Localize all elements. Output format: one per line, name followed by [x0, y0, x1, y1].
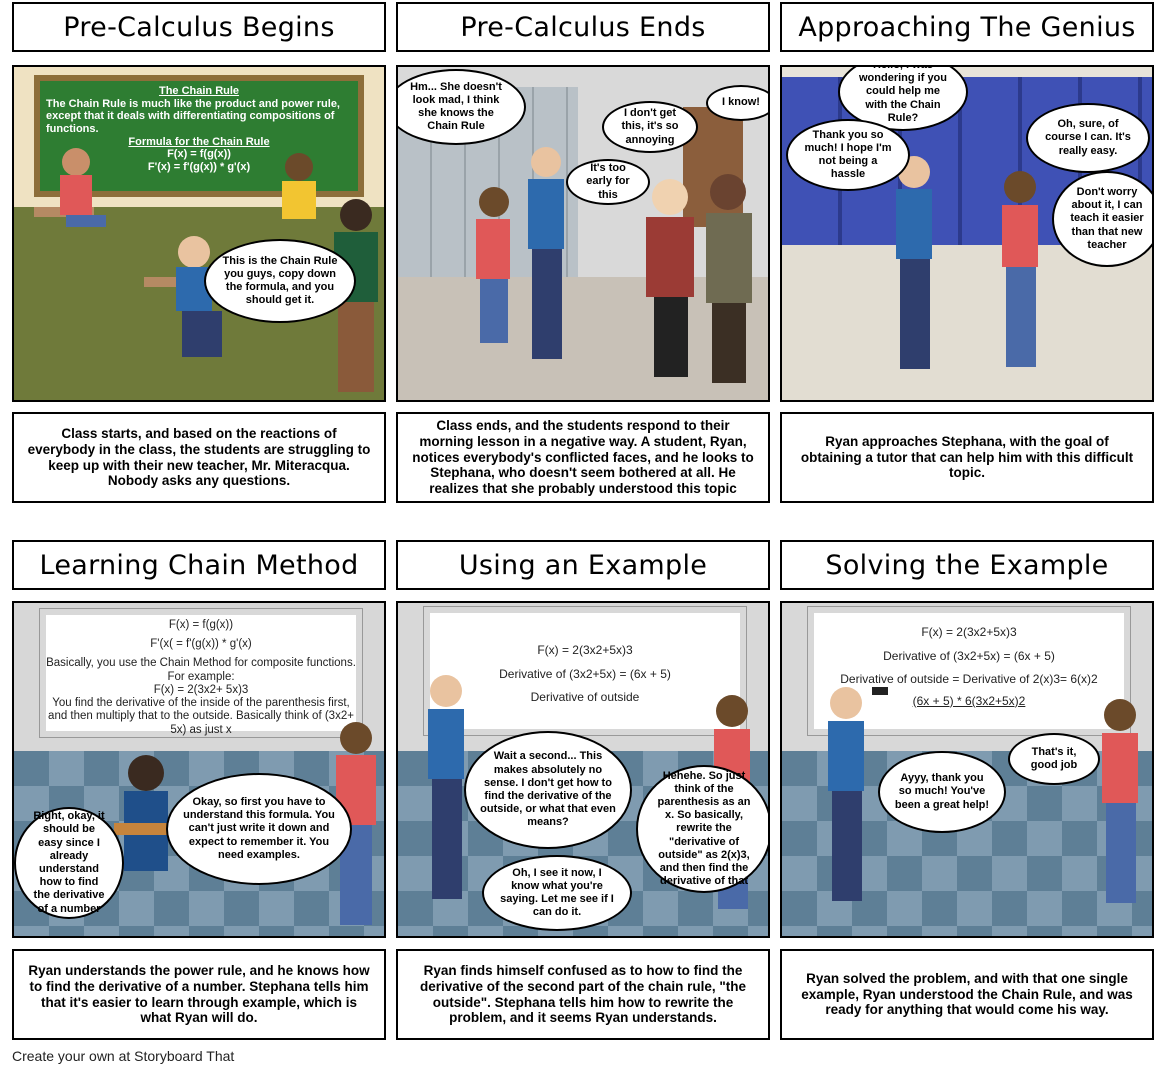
wb4-line-4: F(x) = 2(3x2+ 5x)3 [153, 683, 249, 696]
wb4-line-1: F(x) = f(g(x)) [168, 619, 234, 631]
ryan-back [114, 755, 184, 871]
whiteboard-6: F(x) = 2(3x2+5x)3 Derivative of (3x2+5x)… [807, 606, 1131, 736]
stephana-6 [1102, 699, 1138, 903]
chalkboard-body: The Chain Rule is much like the product … [46, 97, 340, 135]
panel-3-title: Approaching The Genius [780, 2, 1154, 52]
whiteboard-5: F(x) = 2(3x2+5x)3 Derivative of (3x2+5x)… [423, 606, 747, 736]
stephana [476, 187, 510, 343]
panel-2-bubble-ryan-thought: Hm... She doesn't look mad, I think she … [398, 69, 526, 145]
panel-3-bubble-thanks: Thank you so much! I hope I'm not being … [786, 119, 910, 191]
solving-figures [828, 687, 1138, 903]
panel-1-bubble-teacher: This is the Chain Rule you guys, copy do… [204, 239, 356, 323]
panel-5-bubble-i-see: Oh, I see it now, I know what you're say… [482, 855, 632, 931]
hallway-figures [476, 147, 752, 383]
panel-5-bubble-confused: Wait a second... This makes absolutely n… [464, 731, 632, 849]
panel-2-title: Pre-Calculus Ends [396, 2, 770, 52]
wb5-line-1: F(x) = 2(3x2+5x)3 [537, 643, 633, 657]
classroom-figures [34, 148, 378, 392]
student-glasses [706, 174, 752, 383]
student-girl-desk [34, 148, 106, 227]
panel-6-bubble-thank-you: Ayyy, thank you so much! You've been a g… [878, 751, 1006, 833]
panel-4-bubble-ryan: Right, okay, it should be easy since I a… [14, 807, 124, 919]
wb6-line-4: (6x + 5) * 6(3x2+5x)2 [912, 693, 1026, 708]
wb4-line-2: F'(x( = f'(g(x)) * g'(x) [150, 638, 252, 651]
storyboard-footer-link[interactable]: Create your own at Storyboard That [12, 1048, 235, 1064]
wb4-line-3: Basically, you use the Chain Method for … [46, 657, 356, 683]
panel-6-title: Solving the Example [780, 540, 1154, 590]
panel-3-bubble-dont-worry: Don't worry about it, I can teach it eas… [1052, 171, 1152, 267]
hallway-floor-3 [782, 245, 1152, 400]
wb5-line-2: Derivative of (3x2+5x) = (6x + 5) [499, 666, 671, 681]
panel-2-bubble-annoyed: I don't get this, it's so annoying [602, 101, 698, 153]
panel-4-description: Ryan understands the power rule, and he … [12, 949, 386, 1040]
ryan [528, 147, 564, 359]
panel-6-description: Ryan solved the problem, and with that o… [780, 949, 1154, 1040]
panel-2-bubble-early: It's too early for this [566, 159, 650, 205]
wb6-line-1: F(x) = 2(3x2+5x)3 [921, 625, 1017, 639]
student-yellow [282, 153, 316, 219]
whiteboard-4: F(x) = f(g(x)) F'(x( = f'(g(x)) * g'(x) … [39, 608, 363, 738]
panel-5-bubble-hehehe: Hehehe. So just think of the parenthesis… [636, 765, 768, 893]
panel-2-scene: Hm... She doesn't look mad, I think she … [396, 65, 770, 402]
panel-5-title: Using an Example [396, 540, 770, 590]
panel-1-scene: The Chain Rule The Chain Rule is much li… [12, 65, 386, 402]
panel-3-bubble-sure: Oh, sure, of course I can. It's really e… [1026, 103, 1150, 173]
chalkboard-formula-heading: Formula for the Chain Rule [128, 135, 270, 148]
panel-1-description: Class starts, and based on the reactions… [12, 412, 386, 503]
panel-1-title: Pre-Calculus Begins [12, 2, 386, 52]
panel-6-bubble-good-job: That's it, good job [1008, 733, 1100, 785]
panel-5-scene: F(x) = 2(3x2+5x)3 Derivative of (3x2+5x)… [396, 601, 770, 938]
panel-3-description: Ryan approaches Stephana, with the goal … [780, 412, 1154, 503]
ryan-6 [828, 687, 888, 901]
stephana-3 [1002, 171, 1038, 367]
panel-6-scene: F(x) = 2(3x2+5x)3 Derivative of (3x2+5x)… [780, 601, 1154, 938]
panel-2-description: Class ends, and the students respond to … [396, 412, 770, 503]
panel-5-description: Ryan finds himself confused as to how to… [396, 949, 770, 1040]
panel-4-scene: F(x) = f(g(x)) F'(x( = f'(g(x)) * g'(x) … [12, 601, 386, 938]
chalkboard-line-1: F(x) = f(g(x)) [167, 148, 231, 161]
chalkboard-heading: The Chain Rule [158, 85, 240, 97]
panel-3-bubble-hello: Hello, I was wondering if you could help… [838, 67, 968, 131]
panel-4-bubble-stephana: Okay, so first you have to understand th… [166, 773, 352, 885]
student-red [646, 179, 694, 377]
chalkboard-line-2: F'(x) = f'(g(x)) * g'(x) [147, 160, 251, 173]
ryan-3 [896, 156, 932, 369]
wb6-line-2: Derivative of (3x2+5x) = (6x + 5) [883, 648, 1055, 663]
panel-2-bubble-i-know: I know! [706, 85, 768, 121]
wb6-line-3: Derivative of outside = Derivative of 2(… [840, 672, 1098, 687]
wb4-line-5: You find the derivative of the inside of… [48, 697, 354, 736]
ryan-5 [428, 675, 464, 899]
wb5-line-3: Derivative of outside [530, 690, 640, 705]
panel-4-title: Learning Chain Method [12, 540, 386, 590]
panel-3-scene: Hello, I was wondering if you could help… [780, 65, 1154, 402]
